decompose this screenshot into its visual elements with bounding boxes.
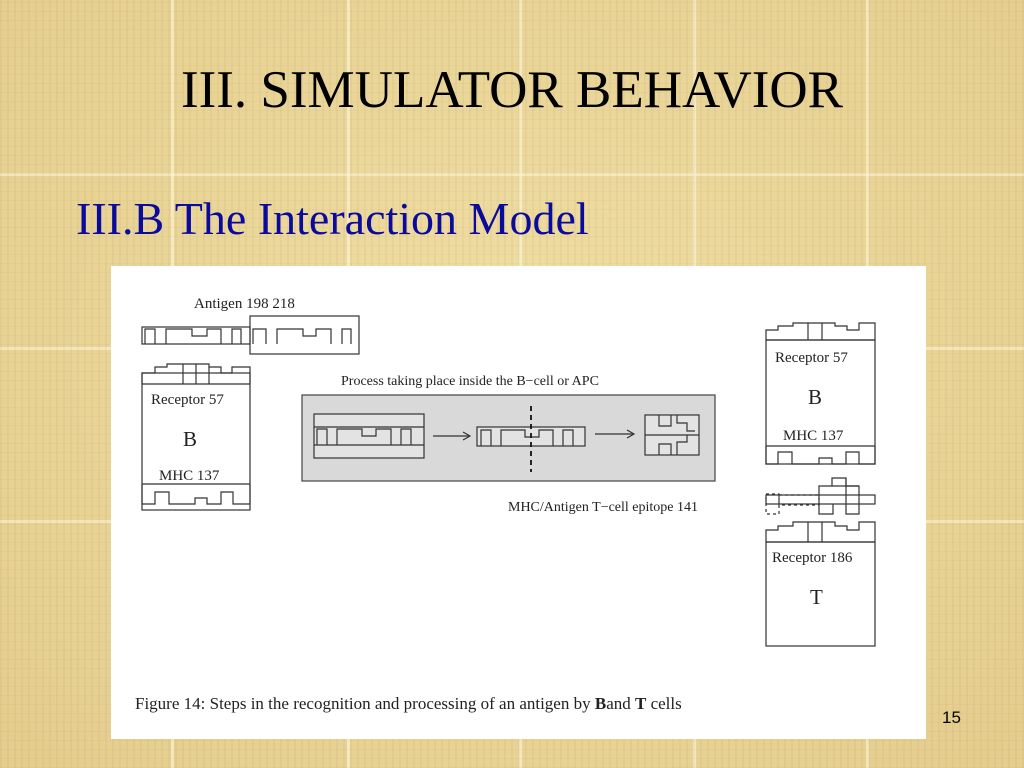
process-box — [301, 394, 716, 482]
left-cell-letter: B — [183, 427, 197, 451]
caption-and-word: and — [606, 694, 631, 713]
t-receptor-label: Receptor 186 — [772, 550, 853, 566]
left-mhc-label: MHC 137 — [159, 468, 220, 484]
interaction-diagram: Antigen 198 218 Receptor 57 B MHC 137 Pr… — [135, 296, 876, 713]
slide-title: III. SIMULATOR BEHAVIOR — [180, 61, 844, 119]
caption-text-before: Steps in the recognition and processing … — [210, 694, 591, 713]
t-cell-letter: T — [810, 585, 823, 609]
caption-bold-b: B — [595, 694, 606, 713]
right-b-receptor-label: Receptor 57 — [775, 350, 848, 366]
right-b-cell — [765, 322, 876, 465]
figure-caption: Figure 14: Steps in the recognition and … — [135, 694, 682, 713]
epitope-label: MHC/Antigen T−cell epitope 141 — [508, 500, 698, 515]
left-receptor-label: Receptor 57 — [151, 392, 224, 408]
figure-panel: Antigen 198 218 Receptor 57 B MHC 137 Pr… — [111, 266, 926, 739]
right-b-mhc-label: MHC 137 — [783, 428, 844, 444]
epitope-complex — [765, 477, 876, 515]
caption-text-after: cells — [651, 694, 682, 713]
caption-prefix: Figure 14: — [135, 694, 205, 713]
left-b-cell — [141, 363, 251, 511]
slide-subtitle: III.B The Interaction Model — [76, 193, 589, 244]
antigen-strip — [141, 315, 360, 355]
antigen-label: Antigen 198 218 — [194, 296, 295, 312]
caption-bold-t: T — [635, 694, 647, 713]
page-number: 15 — [942, 708, 961, 727]
right-b-letter: B — [808, 385, 822, 409]
right-t-cell — [765, 521, 876, 647]
process-label: Process taking place inside the B−cell o… — [341, 374, 599, 389]
